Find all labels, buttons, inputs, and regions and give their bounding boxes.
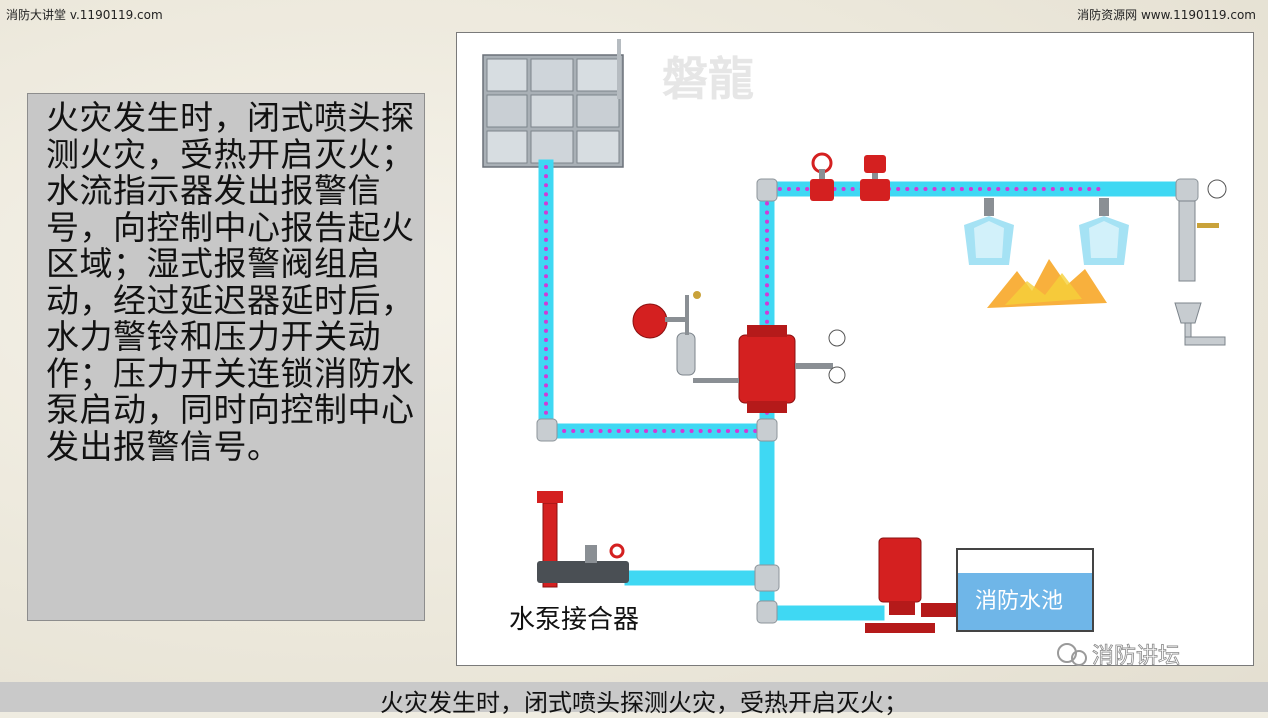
water-alarm-bell [632,303,687,339]
signal-gate-valve [810,152,834,201]
brand-watermark: 磐龍 [662,52,754,106]
pump-connector-device [537,491,629,588]
pipe-pump-line [759,423,885,621]
water-flow-indicator [860,155,890,201]
end-test-device [1174,179,1227,346]
diagram-svg: 磐龍 [482,39,1227,667]
pipe-tank-line [538,159,775,439]
caption-bar: 火灾发生时，闭式喷头探测火灾，受热开启灭火； [0,682,1268,717]
fire-pool: 消防水池 [956,548,1094,632]
wechat-label: 消防讲坛 [1092,644,1180,667]
pipe-fittings [536,178,1199,624]
fire-flames [987,259,1107,308]
header-right-watermark: 消防资源网 www.1190119.com [1077,8,1256,22]
fire-pool-label: 消防水池 [975,589,1063,614]
sprinkler-head-1 [964,198,1014,265]
description-panel: 火灾发生时，闭式喷头探测火灾，受热开启灭火；水流指示器发出报警信号，向控制中心报… [27,93,425,621]
wechat-watermark: 消防讲坛 [1057,643,1180,667]
sprinkler-system-diagram: 磐龍 [456,32,1254,667]
description-text: 火灾发生时，闭式喷头探测火灾，受热开启灭火；水流指示器发出报警信号，向控制中心报… [46,98,415,466]
pump-connector-label: 水泵接合器 [509,605,639,635]
wechat-icon [1057,643,1077,663]
wet-alarm-valve [738,325,846,413]
sprinkler-head-2 [1079,198,1129,265]
header-left-watermark: 消防大讲堂 v.1190119.com [6,8,163,22]
fire-pump [865,537,957,633]
caption-text: 火灾发生时，闭式喷头探测火灾，受热开启灭火； [380,689,908,717]
retard-chamber [676,291,739,383]
water-tank [482,39,624,168]
